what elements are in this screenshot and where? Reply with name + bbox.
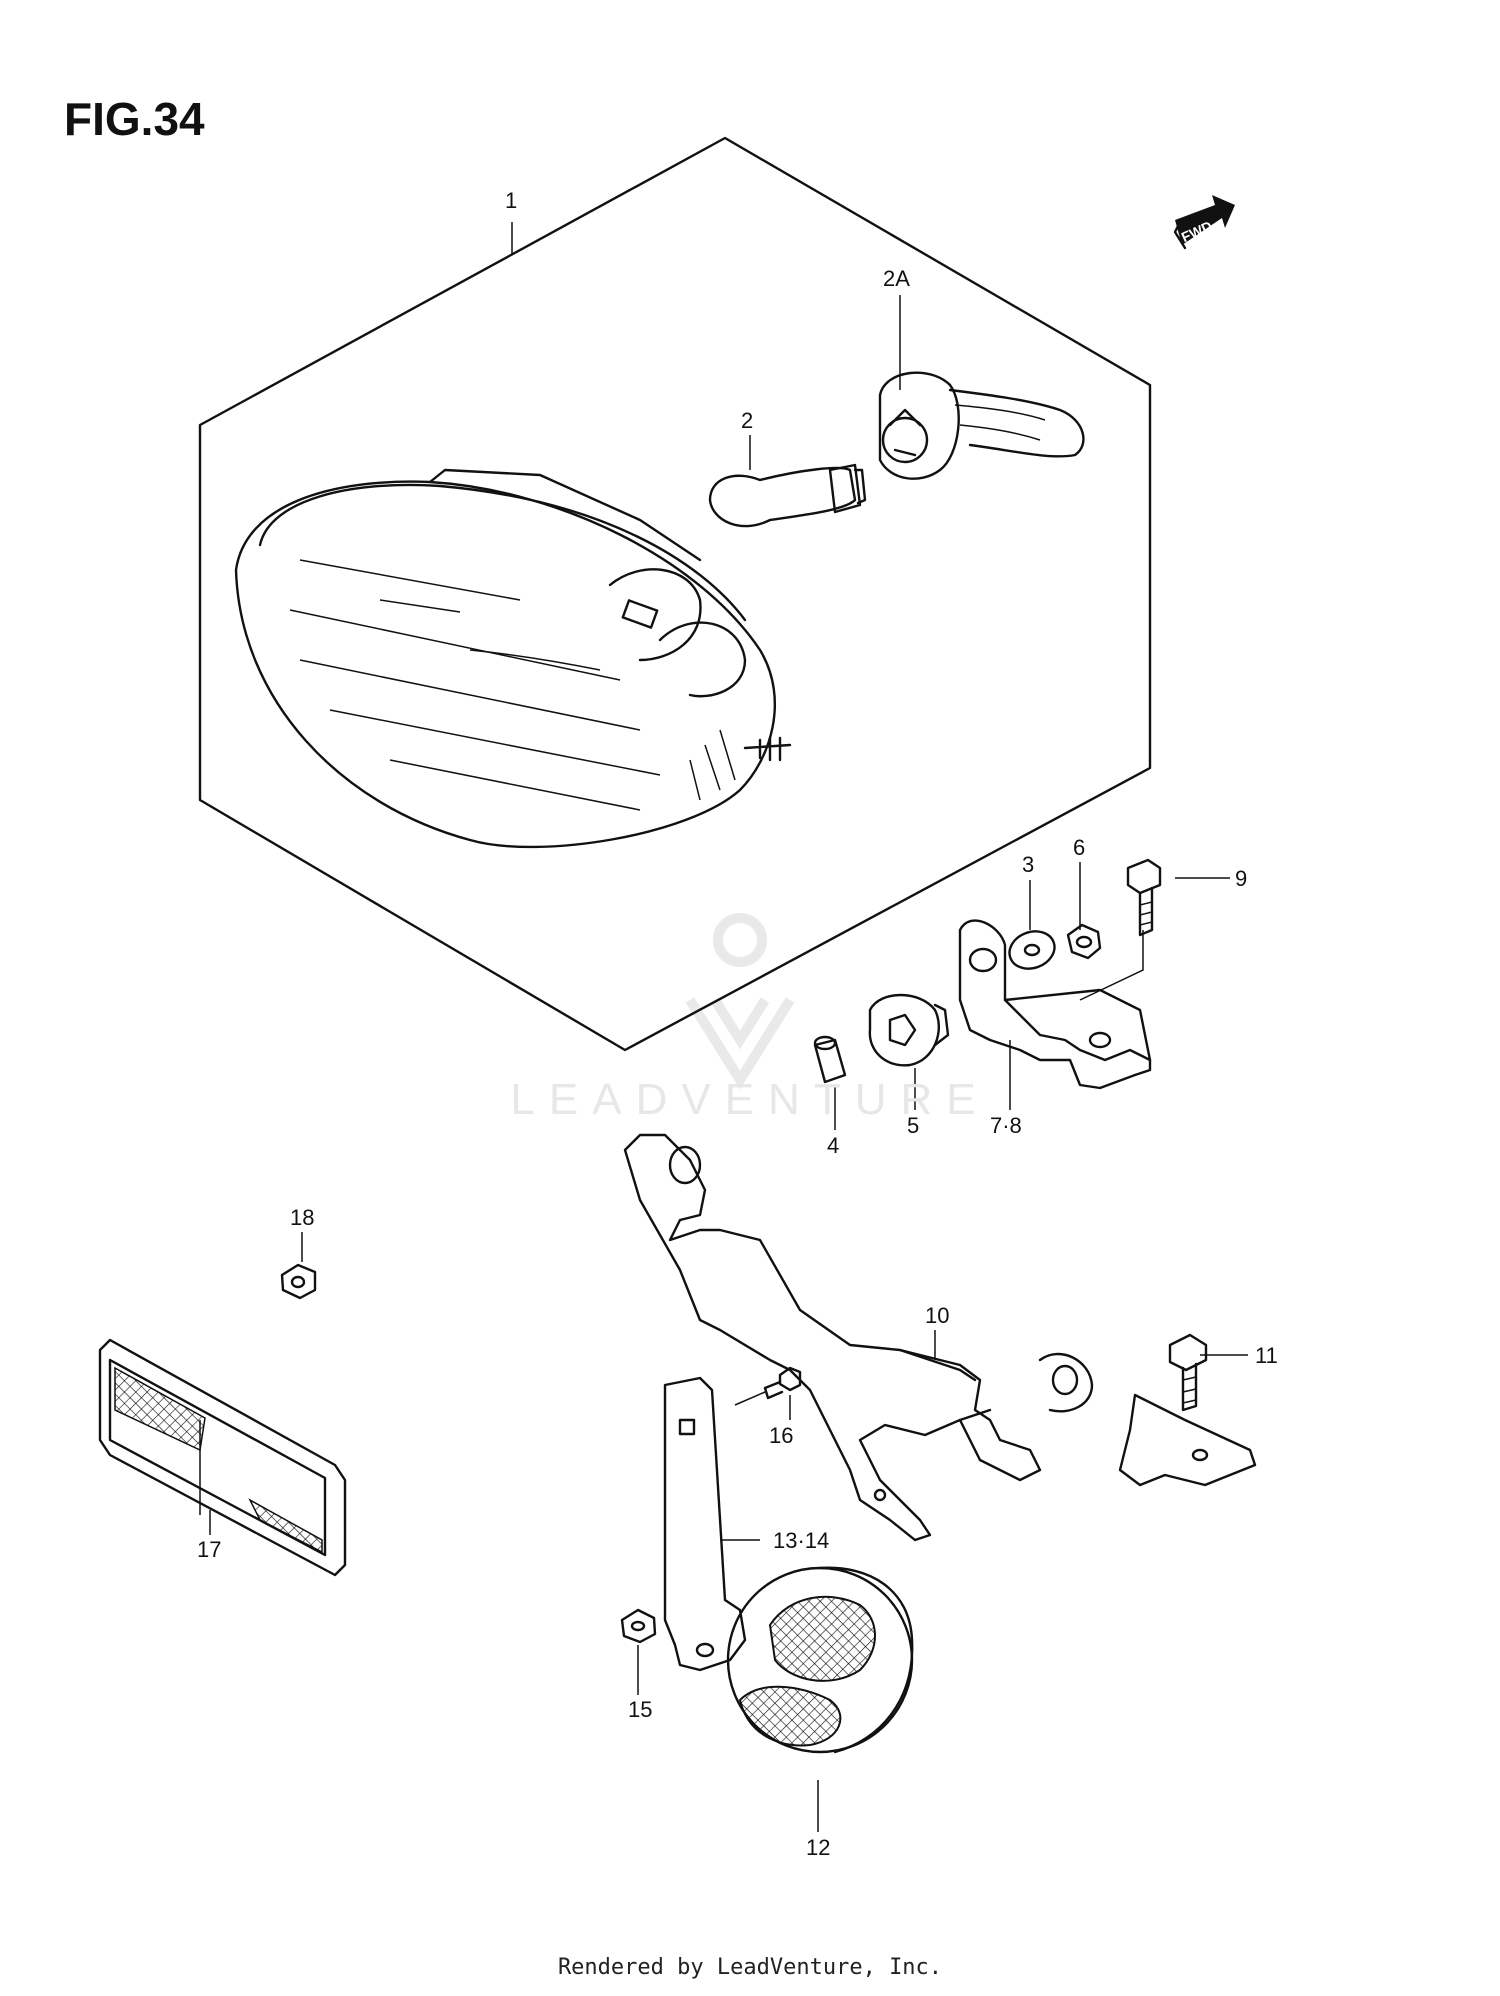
tail-lamp-housing[interactable] [234,468,792,849]
callout-4: 4 [827,1133,839,1158]
callout-11: 11 [1255,1343,1278,1368]
callout-6: 6 [1073,835,1085,860]
callout-2: 2 [741,408,753,433]
bolt-9[interactable] [1126,858,1162,937]
callout-2a: 2A [883,266,910,291]
socket-2a[interactable] [878,371,1085,480]
round-reflector-12[interactable] [726,1566,914,1754]
watermark-text: LEADVENTURE [510,1075,990,1124]
bracket-7-8[interactable] [958,919,1152,1090]
callout-15: 15 [628,1697,652,1722]
callout-3: 3 [1022,852,1034,877]
callout-17: 17 [197,1537,221,1562]
bolt-11[interactable] [1168,1333,1208,1412]
bulb-2[interactable] [708,463,867,528]
callout-13-14: 13·14 [773,1528,829,1553]
callout-9: 9 [1235,866,1247,891]
cushion-5[interactable] [868,993,950,1067]
rectangular-reflector-17[interactable] [98,1338,347,1577]
assembly-1-outline [198,136,1152,1052]
watermark-logo [685,913,795,1090]
callout-5: 5 [907,1113,919,1138]
washer-3[interactable] [1004,925,1060,975]
nut-6[interactable] [1066,923,1102,960]
footer-credit: Rendered by LeadVenture, Inc. [557,1955,943,1980]
collar-4[interactable] [813,1035,847,1084]
fwd-arrow-icon [1173,195,1235,250]
nut-15[interactable] [620,1608,657,1644]
screw-16[interactable] [734,1366,802,1406]
bracket-13-14[interactable] [663,1376,747,1672]
callout-1: 1 [505,188,517,213]
leader-lines [209,222,1248,1832]
callout-12: 12 [806,1835,830,1860]
nut-18[interactable] [280,1263,317,1300]
bracket-10[interactable] [623,1133,1257,1542]
callout-7-8: 7·8 [990,1113,1022,1138]
figure-title: FIG.34 [64,93,205,145]
callout-18: 18 [290,1205,314,1230]
callout-16: 16 [769,1423,793,1448]
callout-10: 10 [925,1303,949,1328]
